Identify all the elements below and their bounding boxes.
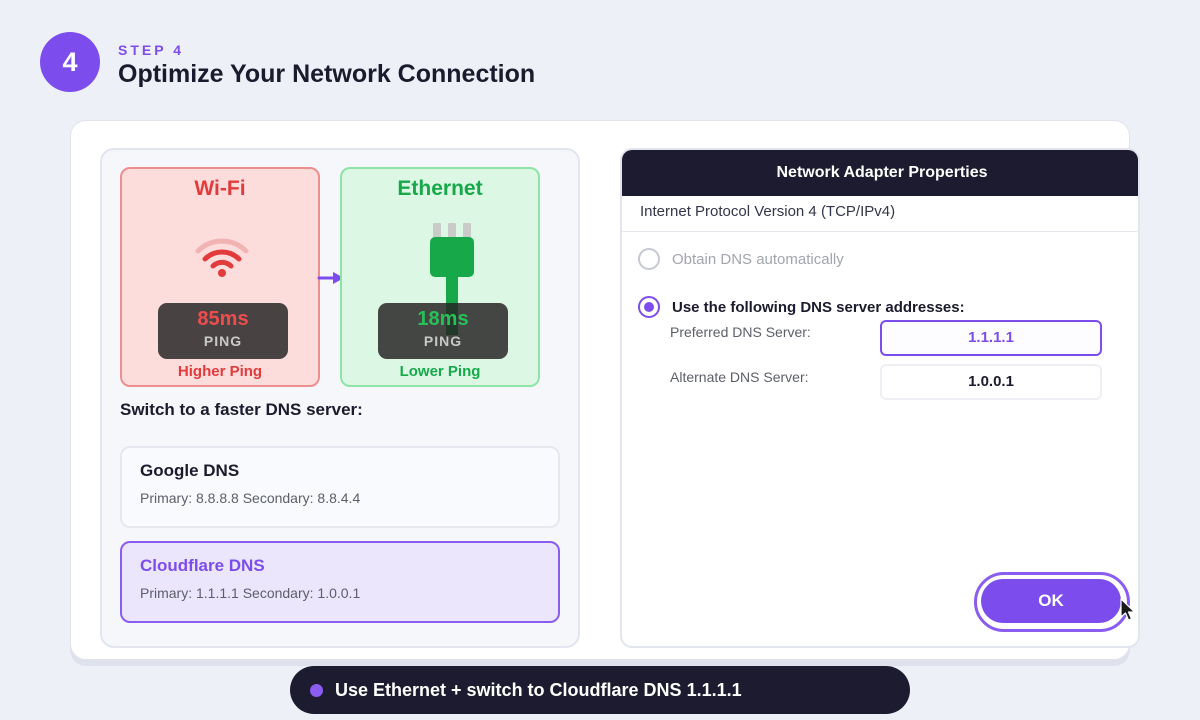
dns-option-name: Google DNS: [140, 461, 240, 480]
radio-label: Obtain DNS automatically: [672, 250, 844, 268]
ok-button[interactable]: OK: [981, 579, 1121, 623]
ethernet-ping-box: 18ms PING: [378, 303, 508, 359]
wifi-ping-box: 85ms PING: [158, 303, 288, 359]
alternate-dns-input[interactable]: 1.0.0.1: [880, 364, 1102, 400]
dns-option-google[interactable]: Google DNS Primary: 8.8.8.8 Secondary: 8…: [120, 446, 560, 528]
step-number-badge: 4: [40, 32, 100, 92]
ethernet-ping-label: PING: [423, 333, 463, 349]
ethernet-title: Ethernet: [397, 177, 483, 200]
alternate-dns-label: Alternate DNS Server:: [670, 369, 809, 385]
step-label: STEP 4: [118, 42, 184, 58]
wifi-ping-label: PING: [203, 333, 243, 349]
dialog-title: Network Adapter Properties: [622, 150, 1138, 196]
dns-option-detail: Primary: 8.8.8.8 Secondary: 8.8.4.4: [140, 490, 361, 506]
ethernet-caption: Lower Ping: [399, 363, 481, 380]
tip-banner: Use Ethernet + switch to Cloudflare DNS …: [290, 666, 910, 714]
mouse-cursor-icon: [1120, 598, 1136, 627]
wifi-ping-value: 85ms: [197, 308, 249, 330]
wifi-card: Wi-Fi 85ms PING Higher Ping: [120, 167, 320, 387]
wifi-icon: [194, 235, 250, 284]
preferred-dns-input[interactable]: 1.1.1.1: [880, 320, 1102, 356]
dns-heading: Switch to a faster DNS server:: [120, 400, 363, 419]
radio-button-checked[interactable]: [638, 296, 660, 318]
dns-option-detail: Primary: 1.1.1.1 Secondary: 1.0.0.1: [140, 585, 361, 601]
radio-obtain-dns-automatically[interactable]: Obtain DNS automatically: [638, 248, 844, 270]
dialog-subtitle: Internet Protocol Version 4 (TCP/IPv4): [622, 196, 1138, 232]
radio-button[interactable]: [638, 248, 660, 270]
radio-label: Use the following DNS server addresses:: [672, 298, 965, 316]
wifi-title: Wi-Fi: [194, 177, 246, 200]
ethernet-card: Ethernet 18ms PING Lower Ping: [340, 167, 540, 387]
dns-option-cloudflare[interactable]: Cloudflare DNS Primary: 1.1.1.1 Secondar…: [120, 541, 560, 623]
preferred-dns-label: Preferred DNS Server:: [670, 324, 811, 340]
radio-use-following-dns[interactable]: Use the following DNS server addresses:: [638, 296, 965, 318]
tip-dot-icon: [310, 683, 323, 697]
wifi-caption: Higher Ping: [177, 363, 263, 380]
ethernet-ping-value: 18ms: [417, 308, 469, 330]
arrow-right-icon: [317, 270, 345, 291]
tip-text: Use Ethernet + switch to Cloudflare DNS …: [335, 679, 742, 700]
dns-option-name: Cloudflare DNS: [140, 556, 265, 575]
network-adapter-dialog: Network Adapter Properties Internet Prot…: [620, 148, 1140, 648]
page-title: Optimize Your Network Connection: [118, 60, 536, 88]
